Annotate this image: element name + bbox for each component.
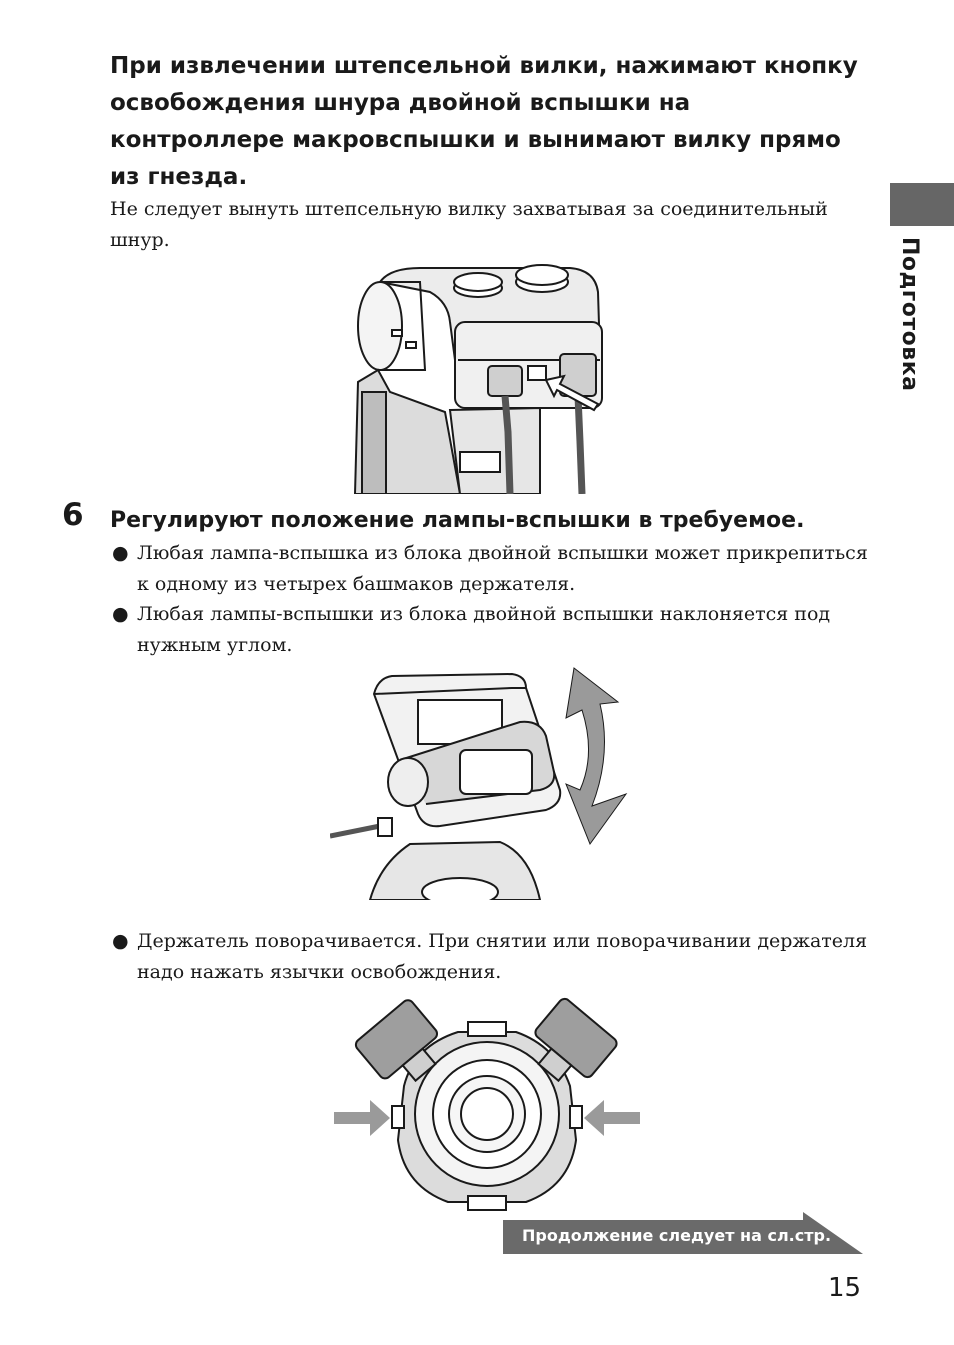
bullet-item: ● Любая лампа-вспышка из блока двойной в… <box>110 538 870 600</box>
flash-tilt-illustration <box>330 667 628 900</box>
bullet-dot-icon: ● <box>112 930 129 952</box>
page-number: 15 <box>828 1273 862 1303</box>
bullet-text: Любая лампы-вспышки из блока двойной всп… <box>137 603 831 656</box>
bullet-item: ● Любая лампы-вспышки из блока двойной в… <box>110 599 870 661</box>
side-tab-marker <box>890 183 954 226</box>
bullet-item: ● Держатель поворачивается. При снятии и… <box>110 926 870 988</box>
section-side-label: Подготовка <box>897 237 922 392</box>
step-title: Регулируют положение лампы-вспышки в тре… <box>110 508 805 533</box>
continue-label: Продолжение следует на сл.стр. <box>522 1226 832 1245</box>
continue-banner <box>503 1212 863 1254</box>
controller-plug-illustration <box>353 264 603 494</box>
bullet-text: Любая лампа-вспышка из блока двойной всп… <box>137 542 868 595</box>
bullet-dot-icon: ● <box>112 603 129 625</box>
bullet-dot-icon: ● <box>112 542 129 564</box>
bullet-text: Держатель поворачивается. При снятии или… <box>137 930 868 983</box>
step-number: 6 <box>62 497 84 533</box>
instruction-note: Не следует вынуть штепсельную вилку захв… <box>110 198 828 251</box>
holder-release-illustration <box>334 997 640 1211</box>
instruction-heading: При извлечении штепсельной вилки, нажима… <box>110 53 858 190</box>
